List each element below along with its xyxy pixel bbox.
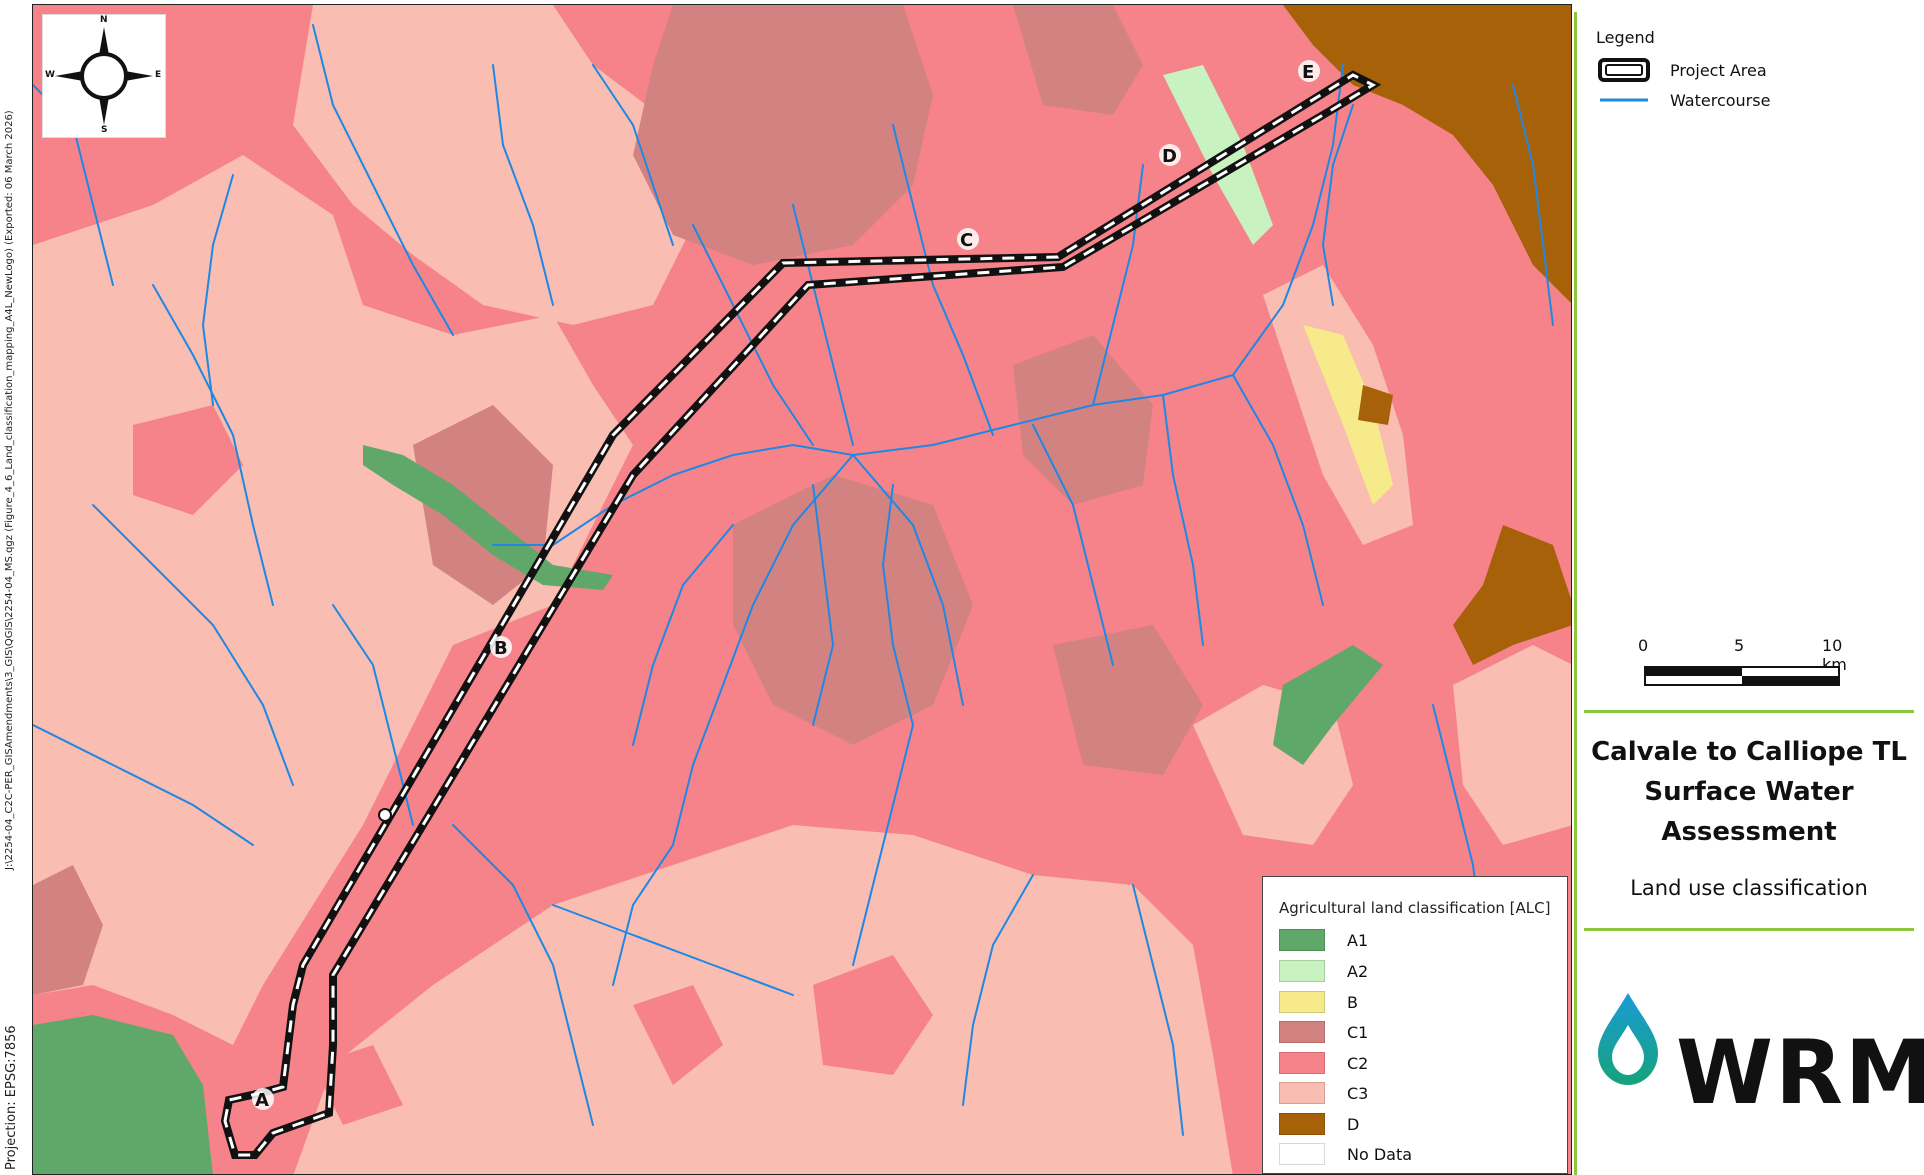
projection-text: Projection: EPSG:7856: [4, 1025, 19, 1170]
alc-label: No Data: [1347, 1144, 1413, 1164]
compass-n: N: [100, 15, 108, 25]
route-label-b: B: [494, 638, 508, 659]
alc-c3-east: [1453, 645, 1571, 845]
alc-c1-west-edge: [33, 865, 103, 995]
title-divider-top: [1584, 710, 1914, 713]
alc-label: C2: [1347, 1053, 1369, 1073]
legend-item-project-area: Project Area: [1596, 56, 1767, 84]
side-panel: Legend Project Area Watercourse 0 5 10 k…: [1574, 4, 1924, 1175]
wrm-logo-text: WRM: [1676, 1021, 1924, 1124]
alc-c1-north: [633, 5, 933, 265]
legend-item-watercourse: Watercourse: [1596, 86, 1770, 114]
alc-item-a2: A2: [1279, 960, 1368, 982]
scale-label-0: 0: [1638, 636, 1649, 655]
compass-w: W: [45, 70, 55, 80]
alc-label: C1: [1347, 1022, 1369, 1042]
alc-d-east: [1453, 525, 1571, 665]
title-line-3: Assessment: [1661, 817, 1837, 847]
alc-swatch: [1279, 929, 1325, 951]
alc-c1-east: [1013, 335, 1153, 505]
project-area-icon: [1596, 56, 1652, 84]
alc-c1-mid: [733, 475, 973, 745]
legend-label: Project Area: [1670, 60, 1767, 80]
watercourse-line-icon: [1596, 86, 1652, 114]
alc-label: C3: [1347, 1083, 1369, 1103]
alc-label: B: [1347, 992, 1358, 1012]
route-label-e: E: [1302, 62, 1314, 83]
alc-c2-island-2: [813, 955, 933, 1075]
alc-c2-island-3: [633, 985, 723, 1085]
file-path-text: J:\2254-04_C2C-PER_GISAmendments\3_GIS\Q…: [4, 110, 15, 870]
alc-swatch: [1279, 960, 1325, 982]
panel-divider: [1574, 12, 1577, 1175]
alc-legend-heading: Agricultural land classification [ALC]: [1279, 899, 1551, 917]
title-block: Calvale to Calliope TL Surface Water Ass…: [1584, 732, 1914, 900]
alc-c3-north: [293, 5, 693, 325]
alc-swatch: [1279, 1021, 1325, 1043]
title-line-2: Surface Water: [1644, 777, 1854, 807]
water-drop-icon: [1598, 993, 1658, 1085]
map-subtitle: Land use classification: [1630, 876, 1868, 900]
route-label-group: A B C D E: [252, 60, 1320, 1111]
alc-item-d: D: [1279, 1113, 1359, 1135]
alc-b-strip: [1303, 325, 1393, 505]
alc-c2-island-1: [133, 405, 243, 515]
alc-item-c1: C1: [1279, 1021, 1368, 1043]
alc-swatch: [1279, 1082, 1325, 1104]
legend-label: Watercourse: [1670, 90, 1771, 110]
alc-swatch: [1279, 991, 1325, 1013]
alc-item-no-data: No Data: [1279, 1143, 1412, 1165]
scale-label-5: 5: [1734, 636, 1745, 655]
alc-swatch: [1279, 1143, 1325, 1165]
alc-a1-sw: [33, 1015, 213, 1174]
alc-item-b: B: [1279, 991, 1358, 1013]
scale-bar-graphic: [1644, 666, 1840, 686]
alc-item-c2: C2: [1279, 1052, 1368, 1074]
alc-d-small: [1358, 385, 1393, 425]
title-divider-bottom: [1584, 928, 1914, 931]
alc-label: D: [1347, 1114, 1360, 1134]
alc-swatch: [1279, 1113, 1325, 1135]
alc-label: A2: [1347, 961, 1369, 981]
alc-a1-creek: [363, 445, 613, 590]
route-marker: [378, 808, 392, 822]
alc-item-a1: A1: [1279, 929, 1368, 951]
alc-a1-se: [1273, 645, 1383, 765]
compass-rose: N S W E: [42, 14, 166, 138]
alc-c1-ne: [1013, 5, 1143, 115]
project-area-corridor: [220, 70, 1382, 1159]
compass-icon: [55, 27, 153, 125]
alc-c3-west: [33, 155, 633, 1045]
route-label-c: C: [960, 230, 973, 251]
route-label-d: D: [1162, 146, 1177, 167]
alc-item-c3: C3: [1279, 1082, 1368, 1104]
wrm-logo: WRM: [1584, 989, 1924, 1129]
map-frame[interactable]: A B C D E: [32, 4, 1572, 1175]
alc-c1-south: [1053, 625, 1203, 775]
route-label-a: A: [255, 1090, 269, 1111]
alc-c3-south: [293, 825, 1233, 1174]
compass-e: E: [155, 70, 162, 80]
legend-title: Legend: [1596, 28, 1655, 47]
alc-label: A1: [1347, 930, 1369, 950]
compass-s: S: [101, 125, 108, 135]
alc-legend: Agricultural land classification [ALC] A…: [1262, 876, 1568, 1174]
map-canvas: A B C D E: [33, 5, 1571, 1174]
title-line-1: Calvale to Calliope TL: [1591, 737, 1907, 767]
alc-swatch: [1279, 1052, 1325, 1074]
